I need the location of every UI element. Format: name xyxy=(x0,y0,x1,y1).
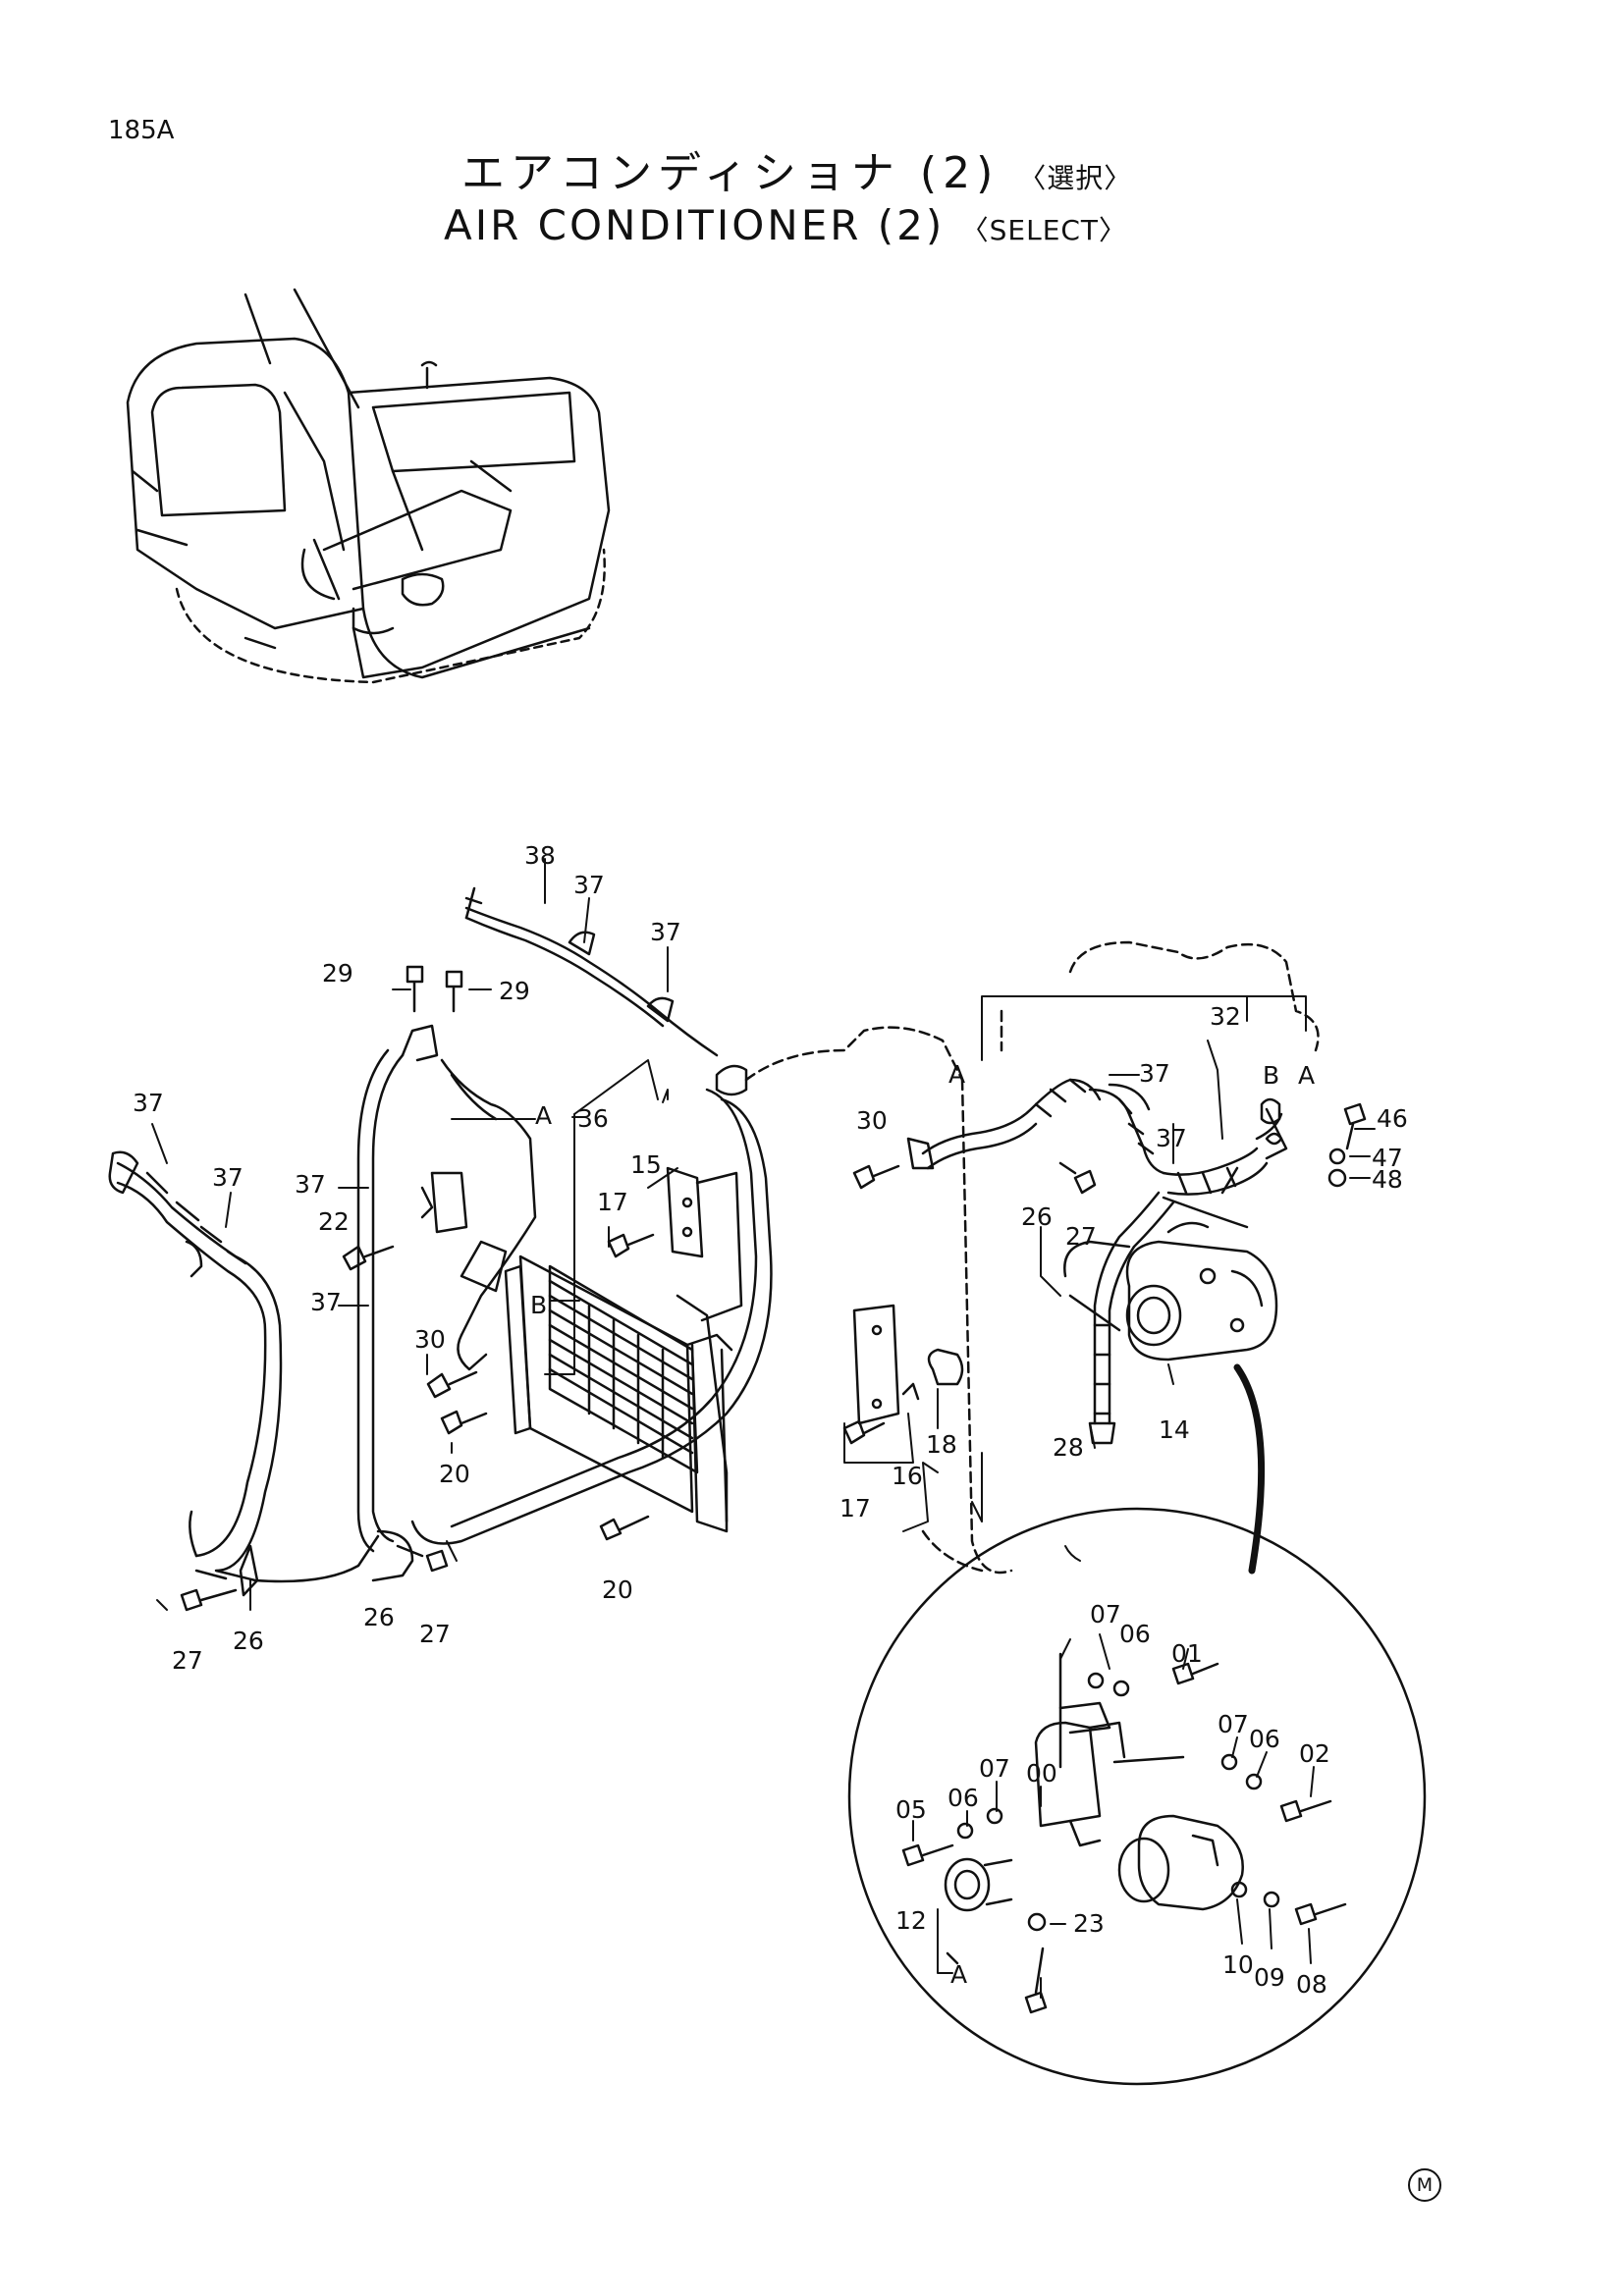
page-code: 185A xyxy=(108,116,175,145)
callout-37b: 37 xyxy=(650,918,681,946)
callout-16: 16 xyxy=(892,1462,923,1490)
compressor-body xyxy=(1063,1240,1278,1362)
callout-07b: 07 xyxy=(1218,1710,1249,1738)
callout-38: 38 xyxy=(524,841,556,870)
title-japanese: エアコンディショナ (2) 〈選択〉 xyxy=(461,137,1132,200)
callout-29b: 29 xyxy=(499,977,530,1005)
condenser-unit xyxy=(504,1255,733,1533)
part-callouts: 38 37 37 29 29 37 37 A 36 37 22 15 17 37… xyxy=(133,841,1408,1999)
callout-15: 15 xyxy=(630,1150,662,1179)
callout-B1: B xyxy=(530,1291,547,1319)
callout-37g: 37 xyxy=(1139,1059,1170,1088)
manufacturer-mark: M xyxy=(1408,2168,1441,2202)
center-hose-assembly xyxy=(356,1024,773,1582)
callout-47: 47 xyxy=(1372,1144,1403,1172)
callout-22: 22 xyxy=(318,1207,350,1236)
title-jp-select: 〈選択〉 xyxy=(1018,162,1133,194)
callout-06a: 06 xyxy=(1119,1620,1151,1648)
callout-09: 09 xyxy=(1254,1963,1285,1992)
leader-lines xyxy=(151,858,1376,1999)
callout-02: 02 xyxy=(1299,1739,1330,1768)
callout-A-detail: A xyxy=(950,1960,967,1989)
callout-26b: 26 xyxy=(363,1603,395,1631)
callout-18: 18 xyxy=(926,1430,957,1459)
wire-harness-38 xyxy=(464,886,719,1057)
callout-B2: B xyxy=(1263,1061,1279,1090)
callout-01: 01 xyxy=(1171,1639,1203,1668)
callout-07c: 07 xyxy=(979,1754,1010,1783)
callout-37d: 37 xyxy=(212,1163,244,1192)
callout-37a: 37 xyxy=(573,871,605,899)
callout-07a: 07 xyxy=(1090,1600,1121,1629)
callout-17a: 17 xyxy=(597,1188,628,1216)
callout-17b: 17 xyxy=(839,1494,871,1522)
callout-29a: 29 xyxy=(322,959,353,988)
callout-37e: 37 xyxy=(295,1170,326,1199)
callout-36: 36 xyxy=(577,1104,609,1133)
bracket-15 xyxy=(666,1166,743,1322)
callout-23: 23 xyxy=(1073,1909,1105,1938)
compressor-hose-assembly xyxy=(906,1078,1288,1445)
machine-overview-illustration xyxy=(126,288,611,684)
callout-06b: 06 xyxy=(1249,1725,1280,1753)
callout-37h: 37 xyxy=(1156,1124,1187,1152)
callout-20a: 20 xyxy=(439,1460,470,1488)
callout-30a: 30 xyxy=(414,1325,446,1354)
callout-12: 12 xyxy=(895,1906,927,1935)
callout-10: 10 xyxy=(1222,1950,1254,1979)
callout-48: 48 xyxy=(1372,1165,1403,1194)
title-jp-text: エアコンディショナ (2) xyxy=(461,148,1000,198)
callout-32: 32 xyxy=(1210,1002,1241,1031)
callout-28: 28 xyxy=(1053,1433,1084,1462)
callout-27c: 27 xyxy=(1065,1222,1097,1251)
callout-08: 08 xyxy=(1296,1970,1327,1999)
callout-27b: 27 xyxy=(419,1620,451,1648)
title-english: AIR CONDITIONER (2) 〈SELECT〉 xyxy=(444,201,1127,249)
callout-46: 46 xyxy=(1377,1104,1408,1133)
left-hose-assembly xyxy=(108,1150,380,1597)
callout-A1: A xyxy=(535,1101,552,1130)
fastener-bolts xyxy=(180,965,1367,2014)
callout-26c: 26 xyxy=(1021,1202,1053,1231)
detail-magnifier xyxy=(847,1363,1427,2086)
callout-06c: 06 xyxy=(947,1784,979,1812)
callout-05: 05 xyxy=(895,1795,927,1824)
callout-30b: 30 xyxy=(856,1106,888,1135)
callout-00: 00 xyxy=(1026,1759,1057,1788)
title-en-text: AIR CONDITIONER (2) xyxy=(444,201,946,249)
engine-block-outline xyxy=(744,940,1320,1575)
callout-A3: A xyxy=(1298,1061,1315,1090)
callout-37c: 37 xyxy=(133,1089,164,1117)
callout-14: 14 xyxy=(1159,1415,1190,1444)
callout-27a: 27 xyxy=(172,1646,203,1675)
callout-20b: 20 xyxy=(602,1575,633,1604)
callout-26a: 26 xyxy=(233,1627,264,1655)
callout-37f: 37 xyxy=(310,1288,342,1316)
bracket-16 xyxy=(852,1304,964,1425)
callout-A2: A xyxy=(948,1060,965,1089)
title-en-select: 〈SELECT〉 xyxy=(960,214,1128,246)
